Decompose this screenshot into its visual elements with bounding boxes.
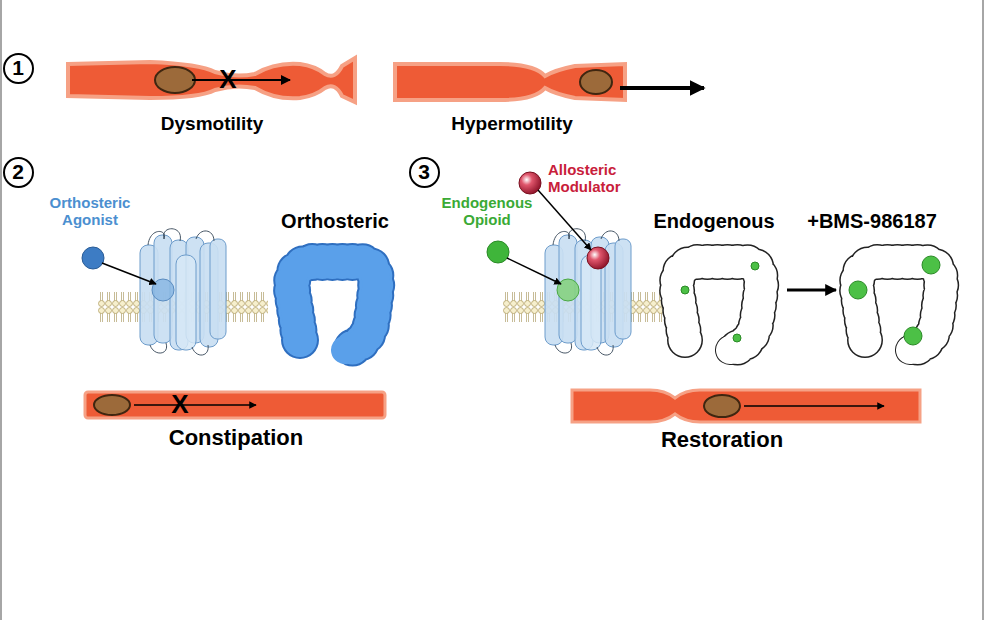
colon-endogenous-part (681, 286, 689, 294)
transition-arrow (787, 289, 836, 292)
colon-endogenous-part (677, 262, 761, 350)
intestine-restoration-part (704, 395, 740, 417)
colon-bms-part (857, 262, 941, 350)
colon-bms-part (857, 262, 941, 350)
intestine-restoration (572, 390, 920, 422)
orthosteric-receptor-part (152, 279, 174, 301)
colon-blue-part (292, 262, 376, 350)
panel-label: +BMS-986187 (787, 210, 957, 232)
colon-endogenous-part (751, 262, 759, 270)
intestine-hypermotility-part (580, 70, 612, 94)
intestine-dysmotility-part (192, 79, 290, 81)
ligand-label: Endogenous Opioid (432, 195, 542, 228)
allosteric-receptor-part (507, 258, 561, 284)
colon-bms-part (922, 256, 940, 274)
allosteric-receptor-part (557, 279, 579, 301)
colon-bms-part (849, 281, 867, 299)
panel-number-circle: 1 (3, 53, 34, 84)
colon-endogenous-part (733, 334, 741, 342)
allosteric-receptor-part (487, 241, 509, 263)
intestine-constipation-part (134, 404, 256, 406)
colon-endogenous-part (677, 262, 761, 350)
intestine-dysmotility-part (155, 67, 195, 93)
intestine-constipation-part (85, 392, 385, 418)
colon-endogenous-part (677, 262, 761, 350)
blocked-mark: X (213, 65, 243, 94)
frame-line (0, 0, 2, 620)
outcome-label: Constipation (126, 426, 346, 450)
colon-blue-part (292, 262, 376, 350)
panel-number: 3 (418, 160, 430, 184)
colon-bms-part (904, 327, 922, 345)
colon-bms (849, 256, 941, 350)
panel-number-circle: 3 (409, 157, 440, 188)
colon-endogenous (677, 262, 761, 350)
ligand-label: Allosteric Modulator (548, 162, 648, 195)
panel-number-circle: 2 (3, 157, 34, 188)
allosteric-receptor-part (538, 190, 591, 250)
orthosteric-receptor-part (102, 263, 156, 284)
orthosteric-receptor-part (82, 247, 104, 269)
frame-line (982, 0, 984, 620)
ligand-label: Orthosteric Agonist (35, 195, 145, 228)
colon-bms-part (857, 262, 941, 350)
intestine-hypermotility (395, 64, 704, 100)
intestine-hypermotility-part (395, 64, 625, 100)
outcome-label: Restoration (612, 428, 832, 452)
panel-label: Endogenous (634, 210, 794, 232)
intestine-restoration-part (572, 390, 920, 422)
colon-blue (292, 262, 376, 350)
colon-bms-part (857, 262, 941, 350)
panel-label: Orthosteric (255, 210, 415, 232)
orthosteric-receptor (82, 229, 268, 355)
intestine-dysmotility-part (68, 58, 355, 102)
panel-number: 2 (12, 160, 24, 184)
intestine-hypermotility-part (620, 86, 704, 90)
panel-label: Dysmotility (112, 114, 312, 135)
colon-blue-part (292, 262, 376, 350)
panel-label: Hypermotility (412, 114, 612, 135)
panel-number: 1 (12, 56, 24, 80)
intestine-dysmotility (68, 58, 355, 102)
colon-endogenous-part (677, 262, 761, 350)
orthosteric-receptor-part (98, 229, 268, 355)
blocked-mark: X (165, 390, 195, 419)
intestine-constipation-part (94, 395, 130, 415)
intestine-constipation (85, 392, 385, 418)
intestine-restoration-part (744, 405, 884, 407)
